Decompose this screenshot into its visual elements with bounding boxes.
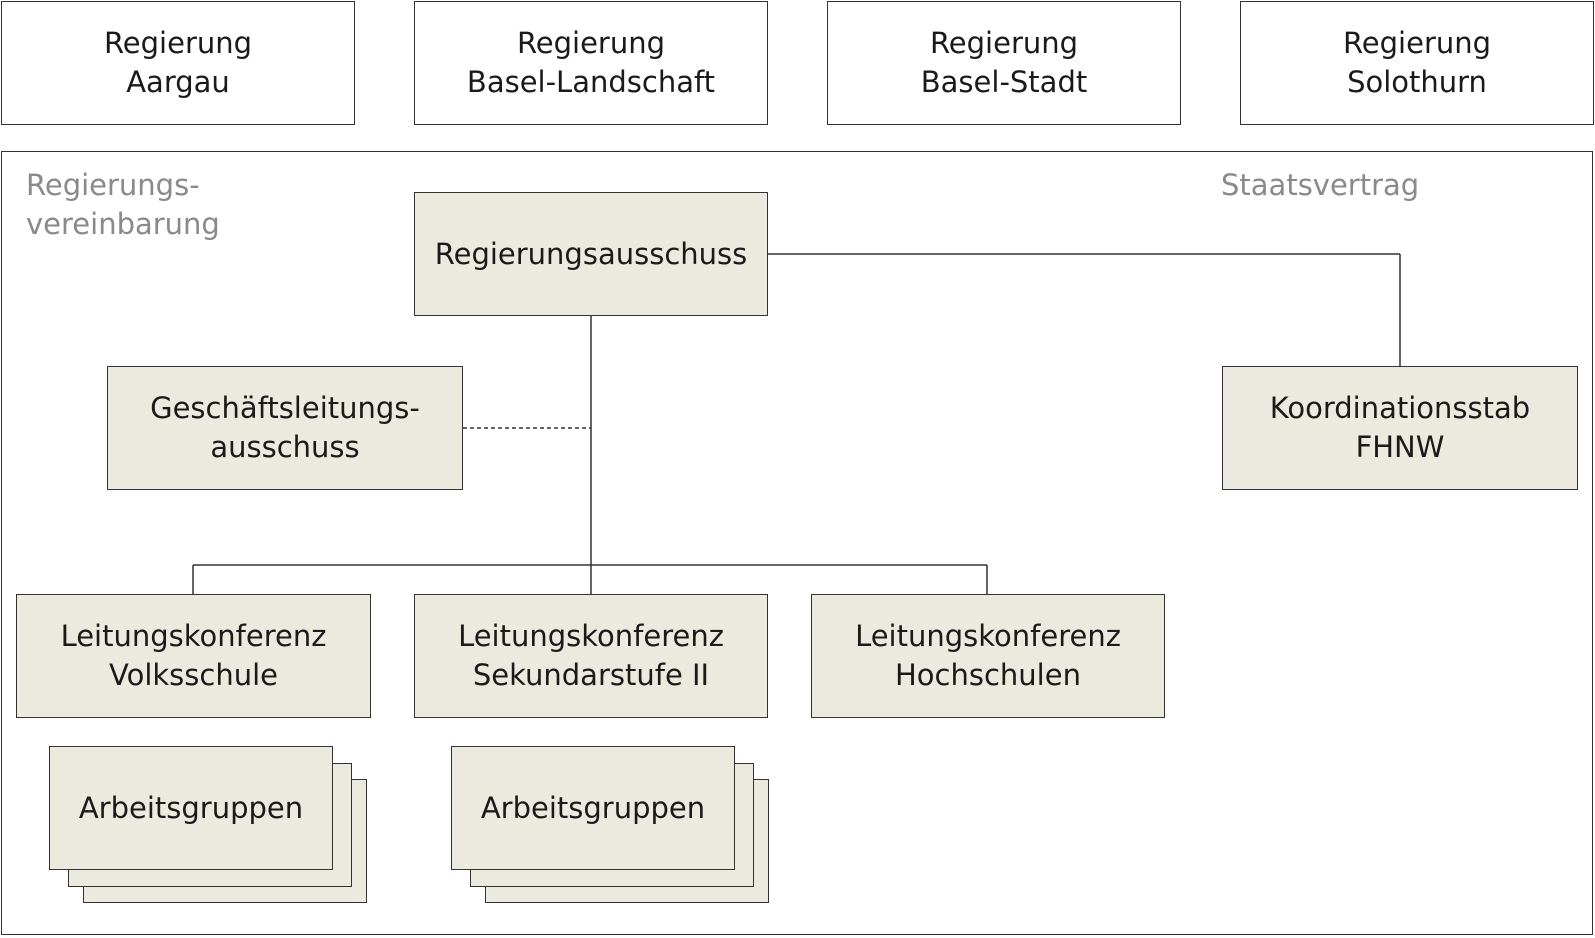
government-label-line2: Aargau — [126, 65, 230, 99]
frame-label-staatsvertrag-text: Staatsvertrag — [1221, 168, 1420, 202]
conference-box-volksschule: Leitungskonferenz Volksschule — [16, 594, 371, 718]
frame-label-line2: vereinbarung — [26, 207, 220, 241]
regierungsausschuss-box: Regierungsausschuss — [414, 192, 768, 316]
conference-label-line1: Leitungskonferenz — [855, 619, 1121, 653]
government-label-line1: Regierung — [929, 26, 1079, 60]
agreement-frame — [1, 151, 1593, 935]
working-groups-box: Arbeitsgruppen — [451, 746, 735, 870]
conference-box-sekundarstufe: Leitungskonferenz Sekundarstufe II — [414, 594, 768, 718]
conference-label-line2: Volksschule — [108, 658, 278, 692]
conference-label-line2: Sekundarstufe II — [472, 658, 710, 692]
frame-label-line1: Regierungs- — [26, 168, 200, 202]
working-groups-label: Arbeitsgruppen — [480, 790, 706, 825]
geschaeftsleitung-label-line1: Geschäftsleitungs- — [150, 391, 420, 425]
conference-label-line1: Leitungskonferenz — [60, 619, 327, 653]
government-box-basel-landschaft: Regierung Basel-Landschaft — [414, 1, 768, 125]
government-label-line2: Basel-Stadt — [920, 65, 1088, 99]
frame-label-staatsvertrag: Staatsvertrag — [1221, 166, 1419, 205]
government-box-solothurn: Regierung Solothurn — [1240, 1, 1594, 125]
government-label-line1: Regierung — [1342, 26, 1492, 60]
geschaeftsleitungsausschuss-box: Geschäftsleitungs- ausschuss — [107, 366, 463, 490]
koordinationsstab-box: Koordinationsstab FHNW — [1222, 366, 1578, 490]
working-groups-label: Arbeitsgruppen — [78, 790, 304, 825]
working-groups-stack-sekundarstufe: Arbeitsgruppen — [451, 746, 769, 906]
government-label-line2: Solothurn — [1347, 65, 1487, 99]
geschaeftsleitung-label-line2: ausschuss — [210, 430, 360, 464]
regierungsausschuss-label: Regierungsausschuss — [434, 236, 748, 271]
working-groups-stack-volksschule: Arbeitsgruppen — [49, 746, 367, 906]
frame-label-regierungsvereinbarung: Regierungs- vereinbarung — [26, 166, 220, 244]
conference-box-hochschulen: Leitungskonferenz Hochschulen — [811, 594, 1165, 718]
government-box-aargau: Regierung Aargau — [1, 1, 355, 125]
working-groups-box: Arbeitsgruppen — [49, 746, 333, 870]
conference-label-line1: Leitungskonferenz — [458, 619, 724, 653]
conference-label-line2: Hochschulen — [895, 658, 1081, 692]
government-label-line2: Basel-Landschaft — [466, 65, 716, 99]
government-label-line1: Regierung — [103, 26, 253, 60]
government-box-basel-stadt: Regierung Basel-Stadt — [827, 1, 1181, 125]
government-label-line1: Regierung — [516, 26, 666, 60]
koordinationsstab-label-line1: Koordinationsstab — [1269, 391, 1531, 425]
koordinationsstab-label-line2: FHNW — [1355, 430, 1445, 464]
